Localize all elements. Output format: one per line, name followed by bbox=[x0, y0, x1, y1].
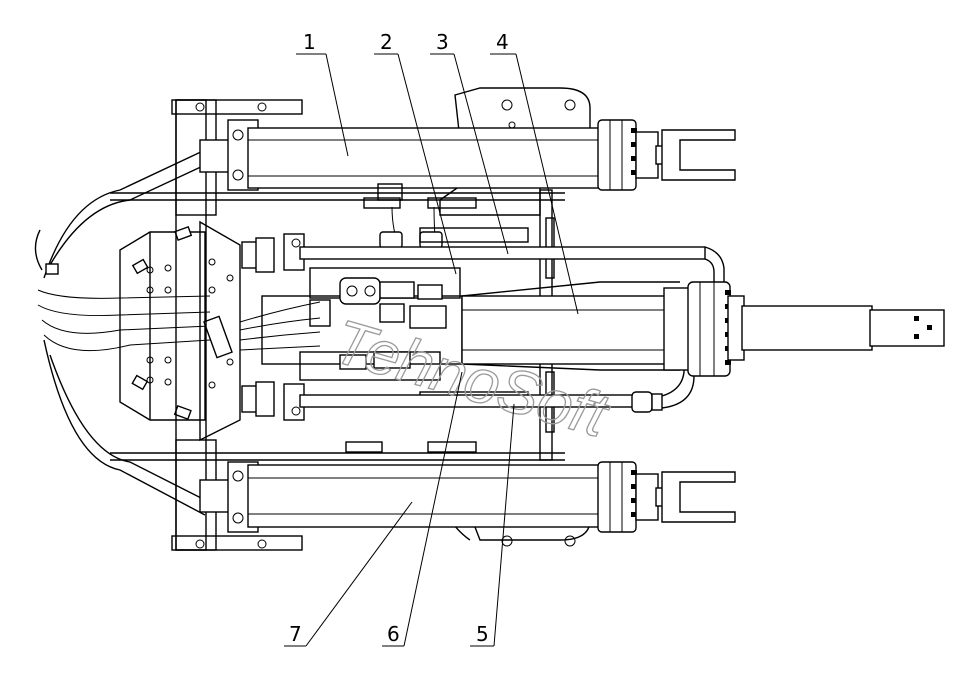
callout-leaders bbox=[284, 53, 579, 647]
callout-4: 4 bbox=[496, 30, 509, 54]
lift-cylinder-bottom bbox=[199, 441, 736, 533]
callout-6: 6 bbox=[387, 622, 400, 646]
tie-rod-lower bbox=[241, 358, 695, 421]
lift-cylinder-top bbox=[199, 119, 736, 209]
callout-labels: 1 2 3 4 5 6 7 bbox=[289, 30, 509, 646]
front-frame bbox=[34, 149, 241, 516]
callout-7: 7 bbox=[289, 622, 302, 646]
callout-1: 1 bbox=[303, 30, 316, 54]
callout-2: 2 bbox=[380, 30, 393, 54]
callout-5: 5 bbox=[476, 622, 489, 646]
callout-3: 3 bbox=[436, 30, 449, 54]
main-cylinder bbox=[461, 281, 945, 377]
tie-rod-upper bbox=[241, 233, 725, 282]
